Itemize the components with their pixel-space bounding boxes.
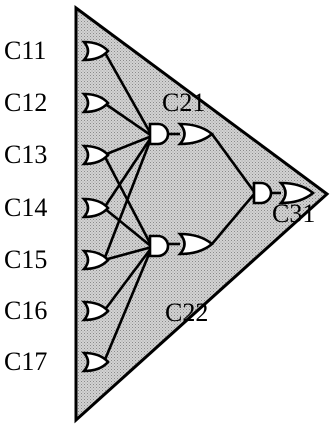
label-c12: C12 [4, 88, 47, 117]
input-gate-c14 [81, 197, 110, 219]
upper-junction-gate [148, 122, 170, 146]
wires-to-lower-junction [102, 154, 154, 363]
label-c13: C13 [4, 140, 47, 169]
label-c21: C21 [162, 88, 205, 117]
output-junction-gate [252, 181, 273, 205]
lower-junction-gate [148, 234, 170, 258]
gate-c21 [177, 122, 215, 146]
gate-c31 [278, 181, 316, 205]
input-gate-c16 [81, 300, 110, 322]
input-gate-c13 [81, 144, 110, 166]
label-c14: C14 [4, 193, 47, 222]
label-c22: C22 [165, 298, 208, 327]
input-gate-c12 [81, 92, 110, 114]
label-c31: C31 [272, 199, 315, 228]
label-c15: C15 [4, 245, 47, 274]
gate-c22 [177, 232, 215, 256]
wires-to-upper-junction [102, 50, 154, 261]
input-gate-c17 [81, 351, 110, 373]
label-c11: C11 [4, 36, 46, 65]
input-gate-c15 [81, 249, 110, 271]
input-gate-c11 [81, 40, 110, 62]
input-gates [81, 40, 110, 373]
label-c16: C16 [4, 296, 47, 325]
label-c17: C17 [4, 347, 47, 376]
